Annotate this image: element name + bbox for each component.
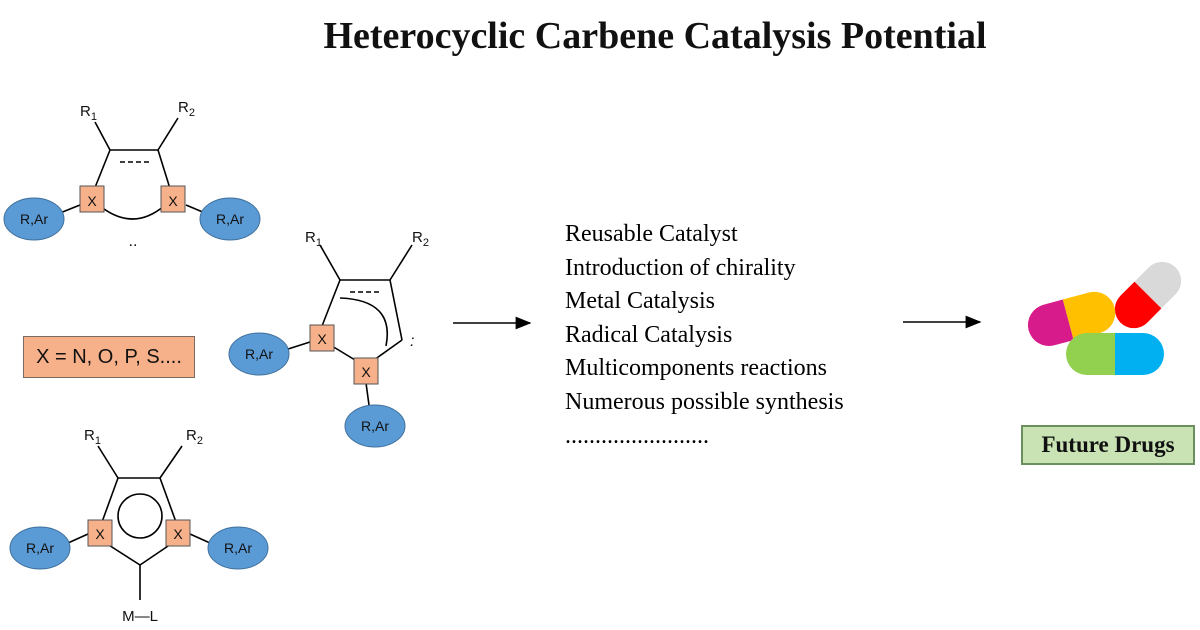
heteroatom-box xyxy=(87,519,113,547)
potential-item: Introduction of chirality xyxy=(565,254,796,281)
potential-item: Reusable Catalyst xyxy=(565,221,738,247)
future-drugs-label: Future Drugs xyxy=(1021,425,1195,465)
substituent-ellipse xyxy=(228,332,290,376)
potential-item: Radical Catalysis xyxy=(565,321,733,348)
heteroatom-label: X xyxy=(168,193,178,209)
r1-label: R1 xyxy=(84,427,101,447)
substituent-ellipse xyxy=(344,404,406,448)
substituent-label: R,Ar xyxy=(224,540,252,556)
substituent-ellipse xyxy=(3,197,65,241)
heteroatom-label: X xyxy=(317,331,327,347)
potential-item: Numerous possible synthesis xyxy=(565,388,844,415)
structure-abnormal-carbene xyxy=(284,244,413,406)
structure-normal-carbene xyxy=(59,117,206,220)
substituent-ellipse xyxy=(9,526,71,570)
heteroatom-label: X xyxy=(95,526,105,542)
diagram-title: Heterocyclic Carbene Catalysis Potential xyxy=(323,15,987,57)
capsule-green-half xyxy=(1066,333,1115,375)
heteroatom-box xyxy=(309,324,335,352)
heteroatom-box xyxy=(353,357,379,385)
substituent-label: R,Ar xyxy=(20,211,48,227)
heteroatom-label: X xyxy=(173,526,183,542)
substituent-label: R,Ar xyxy=(245,346,273,362)
capsule-magenta-half xyxy=(1027,299,1074,346)
r2-label: R2 xyxy=(186,427,203,447)
substituent-ellipse xyxy=(207,526,269,570)
capsule-grey-half xyxy=(1134,261,1182,309)
r1-label: R1 xyxy=(305,229,322,249)
potential-item: Multicomponents reactions xyxy=(565,355,827,382)
substituent-label: R,Ar xyxy=(216,211,244,227)
r1-label: R1 xyxy=(80,103,97,123)
heteroatom-box xyxy=(79,185,105,213)
carbene-lone-pair: .. xyxy=(129,233,138,250)
heteroatom-legend: X = N, O, P, S.... xyxy=(23,336,195,378)
heteroatom-label: X xyxy=(87,193,97,209)
heteroatom-box xyxy=(165,519,191,547)
capsule-yellow-half xyxy=(1062,291,1116,341)
capsule-blue-half xyxy=(1115,333,1164,375)
r2-label: R2 xyxy=(178,99,195,119)
potential-item: ........................ xyxy=(565,422,709,449)
substituent-ellipse xyxy=(199,197,261,241)
substituent-label: R,Ar xyxy=(26,540,54,556)
heteroatom-box xyxy=(160,185,186,213)
potential-item: Metal Catalysis xyxy=(565,288,715,315)
r2-label: R2 xyxy=(412,229,429,249)
carbene-lone-pair-abnormal: : xyxy=(410,333,414,350)
metal-ligand-label: M—L xyxy=(122,608,158,625)
heteroatom-label: X xyxy=(361,364,371,380)
drug-capsules-illustration xyxy=(1027,261,1182,375)
capsule-red-half xyxy=(1114,281,1162,329)
substituent-label: R,Ar xyxy=(361,418,389,434)
